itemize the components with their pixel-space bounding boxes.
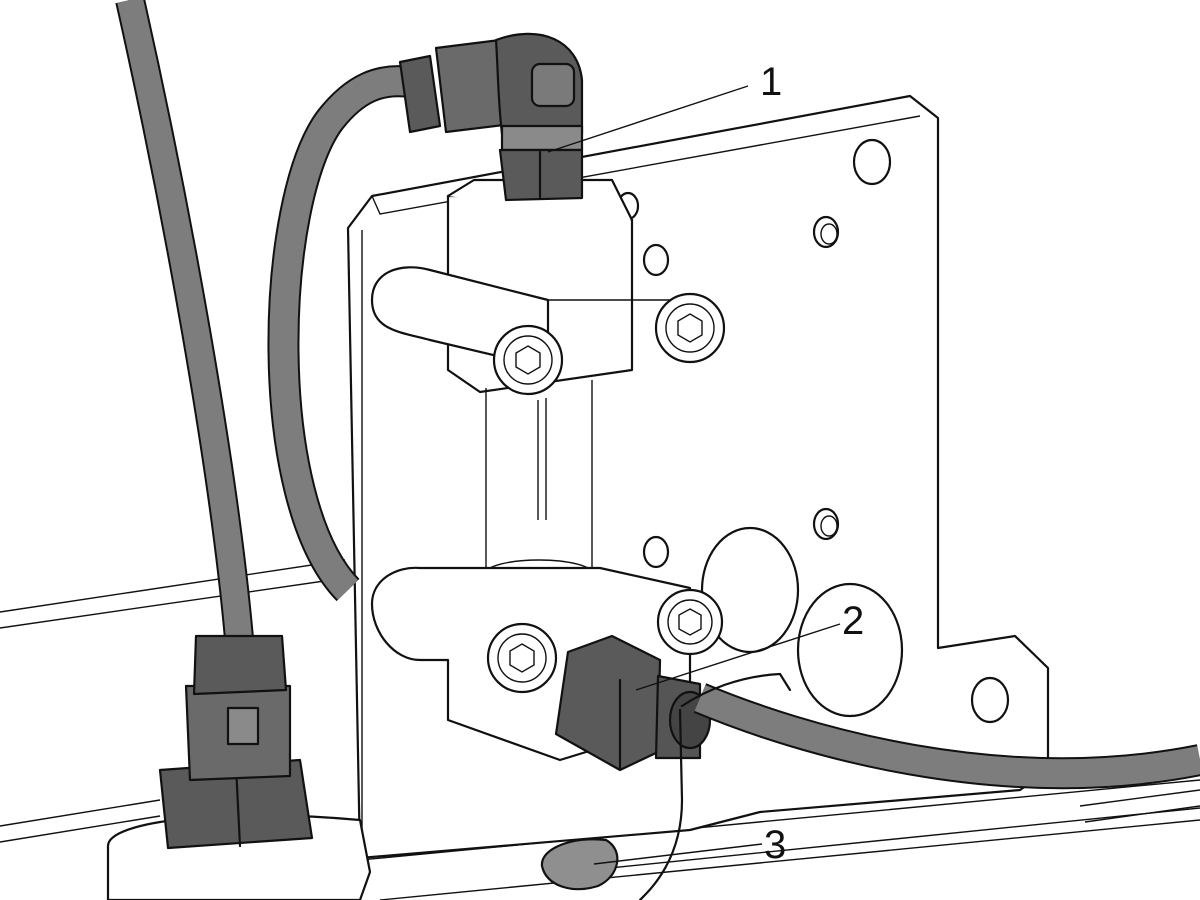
callout-label-1: 1 [760,60,782,104]
plate-hole [970,676,1010,724]
callout-label-3: 3 [764,823,786,867]
plate-hole [812,215,840,249]
plate-hole [642,243,670,277]
plate-hole [852,138,892,186]
callouts: 1 2 3 [547,60,864,867]
plate-hole [812,507,840,541]
leader-line-3 [593,843,763,865]
leader-line-1 [547,85,749,153]
plate-large-hole [700,526,800,654]
leader-line-2 [635,623,841,691]
plate-hole [642,535,670,569]
left-coupler [106,634,372,900]
top-elbow-fitting [398,32,584,202]
callout-label-2: 2 [842,599,864,643]
left-vertical-hose [115,0,255,652]
plate-large-hole [796,582,904,718]
drain-plug [540,838,619,891]
lower-nut-fitting [554,634,1200,900]
upper-hose [267,65,413,602]
